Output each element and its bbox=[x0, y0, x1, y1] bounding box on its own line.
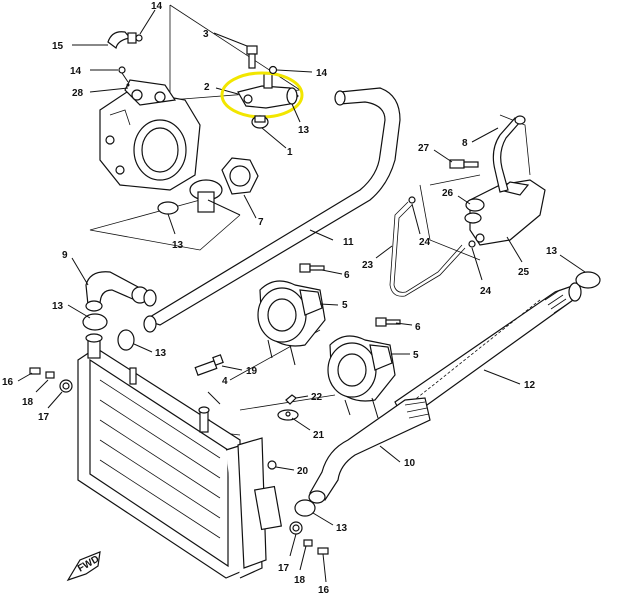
callout-6-upper: 6 bbox=[344, 270, 350, 281]
small-hose-15 bbox=[72, 31, 137, 50]
callout-24-lower: 24 bbox=[480, 286, 492, 297]
callout-14-right: 14 bbox=[316, 68, 328, 79]
callout-2: 2 bbox=[204, 82, 210, 93]
callout-25: 25 bbox=[518, 267, 530, 278]
thermostat-1 bbox=[251, 65, 313, 149]
nut-20 bbox=[267, 460, 295, 471]
radiator-cap-7 bbox=[189, 157, 259, 219]
hose-12 bbox=[394, 282, 582, 413]
callout-17-left: 17 bbox=[38, 412, 50, 423]
callout-5-lower: 5 bbox=[413, 350, 419, 361]
clamp-13-upper bbox=[157, 201, 179, 235]
callout-1: 1 bbox=[287, 147, 293, 158]
callout-16-bottom: 16 bbox=[318, 585, 330, 595]
callout-20: 20 bbox=[297, 466, 309, 477]
callout-16-left: 16 bbox=[2, 377, 14, 388]
callout-4: 4 bbox=[222, 376, 228, 387]
fwd-arrow: FWD bbox=[66, 551, 101, 582]
callout-13-housing: 13 bbox=[172, 240, 184, 251]
breather-hose-23 bbox=[375, 196, 483, 297]
callout-7: 7 bbox=[258, 217, 264, 228]
callout-13-thermo: 13 bbox=[298, 125, 310, 136]
callout-labels: 14 3 15 14 14 2 28 13 8 27 1 26 7 13 24 … bbox=[2, 1, 558, 595]
clips-14 bbox=[89, 9, 156, 93]
temp-sensor-19 bbox=[194, 354, 243, 376]
callout-28: 28 bbox=[72, 88, 84, 99]
callout-8: 8 bbox=[462, 138, 468, 149]
bolt-27 bbox=[433, 149, 479, 169]
callout-9: 9 bbox=[62, 250, 68, 261]
callout-13-bottom: 13 bbox=[336, 523, 348, 534]
callout-3: 3 bbox=[203, 29, 209, 40]
callout-12: 12 bbox=[524, 380, 536, 391]
callout-23: 23 bbox=[362, 260, 374, 271]
clamps-13-left bbox=[67, 289, 157, 353]
bolt-set-bottom bbox=[289, 521, 329, 583]
fan-5-upper bbox=[257, 280, 339, 366]
callout-24-upper: 24 bbox=[419, 237, 431, 248]
clamp-13-lower bbox=[294, 499, 334, 526]
callout-6-lower: 6 bbox=[415, 322, 421, 333]
fan-5-lower bbox=[327, 335, 410, 419]
callout-26: 26 bbox=[442, 188, 454, 199]
clamp-26 bbox=[457, 195, 485, 224]
hose-11 bbox=[143, 87, 401, 333]
callout-22: 22 bbox=[311, 392, 323, 403]
radiator bbox=[77, 333, 283, 579]
callout-14-left: 14 bbox=[70, 66, 82, 77]
callout-13-hose9: 13 bbox=[52, 301, 64, 312]
thermostat-housing bbox=[99, 79, 201, 191]
clamp-13-right bbox=[559, 254, 601, 289]
thermostat-outlet-2 bbox=[215, 73, 299, 109]
callout-13-mid: 13 bbox=[155, 348, 167, 359]
bolt-set-left bbox=[17, 367, 73, 409]
callout-13-right: 13 bbox=[546, 246, 558, 257]
callout-14-top: 14 bbox=[151, 1, 163, 12]
reservoir-tank-25 bbox=[469, 179, 546, 263]
bolt-3 bbox=[213, 32, 258, 69]
callout-5-upper: 5 bbox=[342, 300, 348, 311]
callout-18-left: 18 bbox=[22, 397, 34, 408]
callout-10: 10 bbox=[404, 458, 416, 469]
callout-19: 19 bbox=[246, 366, 258, 377]
grommet-21-22 bbox=[277, 394, 311, 431]
callout-21: 21 bbox=[313, 430, 325, 441]
reservoir-hose-8 bbox=[471, 115, 526, 193]
callout-11: 11 bbox=[343, 237, 354, 248]
callout-27: 27 bbox=[418, 143, 430, 154]
callout-15: 15 bbox=[52, 41, 64, 52]
callout-18-bottom: 18 bbox=[294, 575, 306, 586]
callout-17-bottom: 17 bbox=[278, 563, 290, 574]
hose-10 bbox=[308, 397, 431, 504]
hose-9 bbox=[71, 257, 149, 312]
bolts-6 bbox=[299, 263, 413, 327]
